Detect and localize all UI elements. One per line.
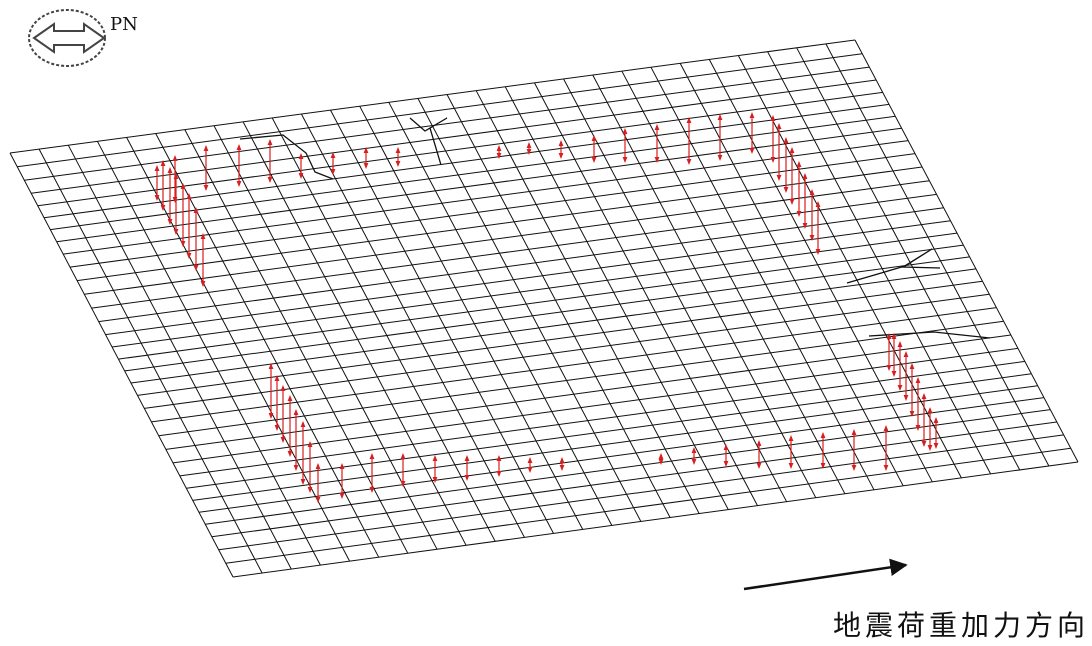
opening-outline [409,117,448,166]
direction-arrow-icon [743,558,908,591]
mesh-line [211,421,1057,538]
mesh-line [77,166,923,282]
mesh-line [796,47,1021,471]
mesh-line [504,86,729,510]
mesh-line [105,220,951,336]
mesh-line [84,180,930,295]
mesh-line [124,256,970,372]
mesh-line [186,373,1032,489]
mesh-line [91,193,937,309]
mesh-line [9,152,234,578]
mesh-line [67,144,292,570]
mesh-line [205,409,1051,525]
mesh-line [165,334,1011,450]
opening-outline [239,134,334,180]
mesh-line [192,385,1038,501]
mesh-line [96,141,321,566]
compass-label: PN [110,14,138,35]
mesh-line [242,121,467,546]
mesh-line [592,74,817,498]
plant-north-arrow-icon [28,9,106,67]
mesh-line [17,53,863,168]
mesh-line [9,39,856,154]
mesh-line [563,78,788,502]
mesh-line [118,244,964,360]
floor-slab-mesh [9,39,1079,578]
mesh-line [679,63,904,487]
mesh-line [825,43,1050,467]
mesh-line [446,94,671,518]
mesh-line [232,461,1079,578]
soil-pressure-arrows [154,112,939,503]
mesh-line [854,39,1079,463]
mesh-line [69,153,916,268]
mesh-line [767,51,992,475]
mesh-line [271,117,496,542]
mesh-line [172,347,1019,464]
mesh-line [330,109,554,534]
mesh-line [137,280,983,396]
mesh-line [417,98,642,522]
mesh-line [179,360,1025,477]
mesh-line [708,59,933,483]
mesh-line [213,125,438,550]
mesh-line [37,91,883,207]
mesh-line [218,434,1064,551]
mesh-line [300,113,525,538]
mesh-line [534,82,758,506]
load-direction-label: 地震荷重加力方向 [833,609,1090,642]
mesh-line [475,90,700,514]
mesh-line [158,320,1004,437]
mesh-line [359,105,584,530]
mesh-line [225,447,1071,564]
opening-outline [846,248,941,284]
mesh-line [388,102,613,526]
mesh-line [38,148,263,574]
